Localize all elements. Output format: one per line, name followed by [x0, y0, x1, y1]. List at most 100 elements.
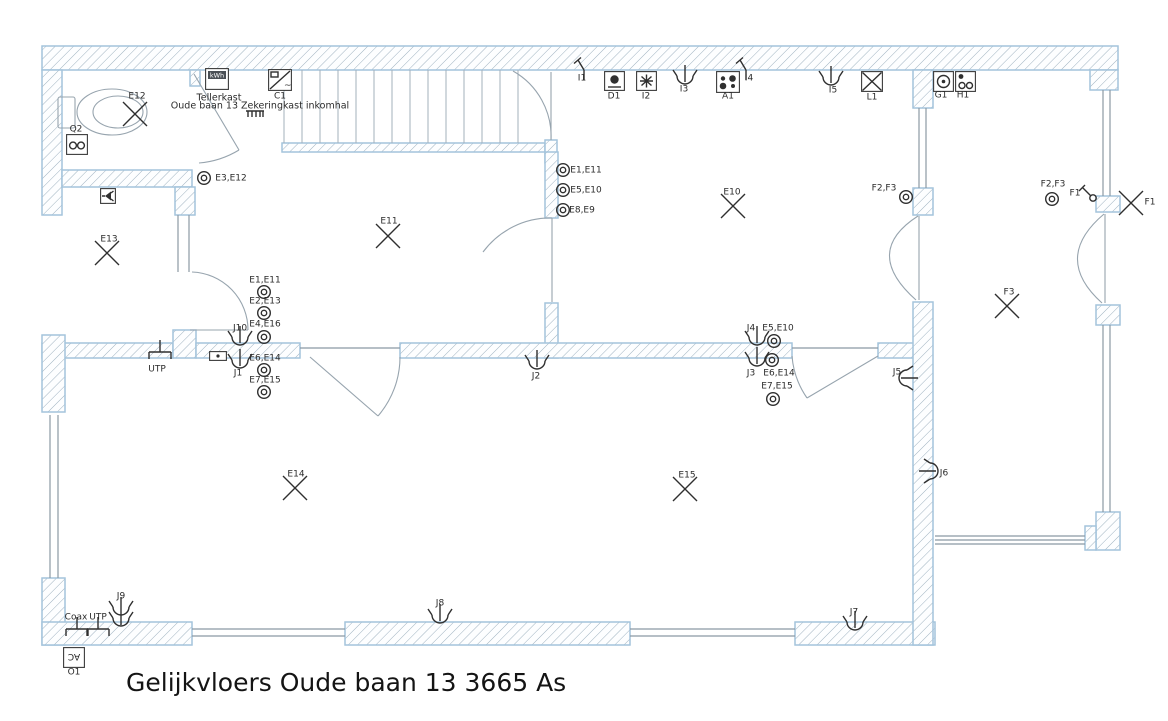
- equipment-doorbell-icon: [100, 188, 116, 204]
- switch-I4: [735, 56, 747, 80]
- label-L1: L1: [866, 92, 878, 103]
- fusebox-icon: [246, 110, 264, 117]
- socket-s-E7-E15: [256, 384, 272, 400]
- lamp-E10: [720, 193, 746, 219]
- light-point-I5: [818, 66, 844, 86]
- windows-layer: [49, 90, 1111, 637]
- label-utp-bottom: UTP: [89, 612, 107, 623]
- outlet-utp-bottom: [86, 617, 110, 636]
- label-s-E1-E11: E1,E11: [249, 275, 281, 286]
- label-s-E4-E16: E4,E16: [249, 319, 281, 330]
- label-J7: J7: [849, 607, 859, 618]
- label-A1: A1: [722, 91, 734, 102]
- label-E11: E11: [380, 216, 398, 227]
- label-J10: J10: [232, 323, 248, 334]
- light-point-J9: [108, 597, 134, 627]
- label-F1-switch: F1: [1069, 188, 1081, 199]
- label-k-E1-E11: E1,E11: [570, 165, 602, 176]
- outlet-utp-mid: [148, 340, 172, 359]
- socket-k-E1-E11: [555, 162, 571, 178]
- equipment-C1-icon: ~: [268, 69, 292, 91]
- label-J1: J1: [233, 368, 243, 379]
- lamp-F3: [994, 293, 1020, 319]
- toilet-fixture: [57, 88, 148, 136]
- label-J8: J8: [435, 598, 445, 609]
- tilde-text: ~: [284, 81, 292, 91]
- label-Q2: Q2: [69, 124, 83, 135]
- label-F1-lamp: F1: [1144, 197, 1156, 208]
- label-F2-F3-b: F2,F3: [1040, 179, 1066, 190]
- label-utp-mid: UTP: [148, 364, 166, 375]
- equipment-Q2-icon: [66, 134, 88, 155]
- label-coax: Coax: [64, 612, 88, 623]
- socket-s-E6-E14: [256, 362, 272, 378]
- socket-j-E5-E10: [766, 333, 782, 349]
- label-j-E7-E15: E7,E15: [761, 381, 793, 392]
- socket-k-E5-E10: [555, 182, 571, 198]
- switch-I1: [573, 56, 585, 80]
- lamp-F1-lamp: [1118, 190, 1144, 216]
- label-k-E5-E10: E5,E10: [570, 185, 602, 196]
- equipment-H1-icon: [955, 71, 976, 92]
- light-point-I3: [672, 65, 698, 85]
- lamp-E14: [282, 475, 308, 501]
- label-J3: J3: [746, 368, 756, 379]
- equipment-A1-icon: [716, 71, 740, 93]
- kwh-text: kWh: [210, 72, 224, 80]
- label-J9: J9: [116, 591, 126, 602]
- equipment-G1-icon: [933, 71, 954, 92]
- lamp-E12: [122, 101, 148, 127]
- label-C1: C1: [273, 91, 287, 102]
- lamp-E11: [375, 223, 401, 249]
- socket-s-E2-E13: [256, 305, 272, 321]
- zekeringkast-label: Oude baan 13 Zekeringkast inkomhal: [170, 100, 350, 112]
- lamp-E15: [672, 476, 698, 502]
- socket-j-E7-E15: [765, 391, 781, 407]
- label-J6: J6: [939, 468, 949, 479]
- walls-layer: [41, 45, 1121, 646]
- label-E12: E12: [128, 91, 146, 102]
- light-point-J8: [427, 604, 453, 624]
- label-I3: I3: [679, 84, 689, 95]
- label-E10: E10: [723, 187, 741, 198]
- light-point-J5: [898, 365, 918, 391]
- label-j-E6-E14: E6,E14: [763, 368, 795, 379]
- label-I5: I5: [828, 85, 838, 96]
- label-H1: H1: [956, 90, 970, 101]
- lamp-E13: [94, 240, 120, 266]
- label-I1: I1: [577, 73, 587, 84]
- light-point-J2: [524, 350, 550, 370]
- label-E15: E15: [678, 470, 696, 481]
- label-k-E8-E9: E8,E9: [569, 205, 595, 216]
- socket-j-E6-E14: [764, 352, 780, 368]
- stairs: [283, 70, 519, 143]
- equipment-O1-icon: AC: [63, 647, 85, 668]
- socket-s-E1-E11: [256, 284, 272, 300]
- label-E14: E14: [287, 469, 305, 480]
- label-s-E6-E14: E6,E14: [249, 353, 281, 364]
- label-F2-F3-a: F2,F3: [871, 183, 897, 194]
- label-j-E5-E10: E5,E10: [762, 323, 794, 334]
- equipment-D1-icon: [604, 71, 625, 91]
- label-G1: G1: [934, 90, 948, 101]
- tellerkast-label: Tellerkast: [196, 92, 242, 104]
- equipment-kwh-meter-icon: kWh: [205, 68, 229, 90]
- page-title: Gelijkvloers Oude baan 13 3665 As: [126, 668, 567, 697]
- label-O1: O1: [67, 667, 81, 678]
- socket-k-E8-E9: [555, 202, 571, 218]
- label-s-E7-E15: E7,E15: [249, 375, 281, 386]
- label-J5: J5: [892, 367, 902, 378]
- label-I4: I4: [744, 73, 754, 84]
- light-point-J10: [227, 326, 253, 346]
- socket-F2-F3-a: [898, 189, 914, 205]
- socket-E3-E12: [196, 170, 212, 186]
- label-D1: D1: [607, 91, 621, 102]
- doors-layer: [190, 70, 1106, 417]
- ac-text: AC: [68, 651, 80, 661]
- label-I2: I2: [641, 91, 651, 102]
- light-point-J7: [842, 611, 868, 631]
- switch-F1-switch: [1078, 184, 1097, 202]
